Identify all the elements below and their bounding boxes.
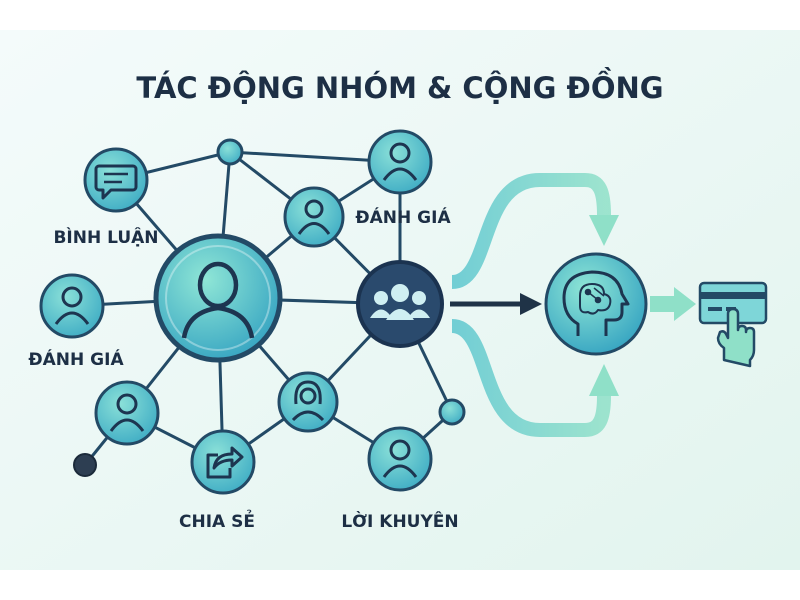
review-node-left (39, 273, 105, 339)
main-arrow-head (520, 293, 542, 315)
review-node-top (283, 186, 345, 248)
person-icon (109, 393, 145, 432)
female-person-icon (291, 380, 325, 422)
lower-arrow-head (589, 364, 619, 396)
small-node (438, 398, 466, 426)
small-node (73, 453, 97, 477)
output-arrow-head (674, 287, 696, 321)
diagram-title: TÁC ĐỘNG NHÓM & CỘNG ĐỒNG (136, 67, 663, 105)
share-icon (206, 446, 244, 479)
person-icon (382, 439, 418, 478)
lower-flow-arrow (450, 319, 611, 437)
share-node (190, 429, 256, 495)
advice-node (367, 426, 433, 492)
label-share: CHIA SẺ (179, 509, 255, 532)
brain-head-icon (562, 270, 630, 336)
central-person-node (153, 233, 283, 363)
label-review-left: ĐÁNH GIÁ (28, 348, 124, 370)
female-node (277, 371, 339, 433)
upper-arrow-head (589, 215, 619, 246)
person-icon (54, 286, 90, 325)
chat-bubble-icon (94, 164, 138, 200)
credit-card-tap-icon (698, 281, 768, 368)
person-node-top (367, 129, 433, 195)
label-review-top: ĐÁNH GIÁ (355, 206, 451, 228)
person-icon (297, 199, 331, 235)
brain-node (544, 252, 648, 356)
flow-arrows (450, 173, 696, 437)
group-node (356, 260, 444, 348)
person-icon (181, 261, 255, 339)
person-node-bottom-left (94, 380, 160, 446)
label-advice: LỜI KHUYÊN (341, 510, 458, 532)
upper-flow-arrow (450, 173, 611, 289)
label-comment: BÌNH LUẬN (53, 226, 158, 248)
output-arrow-shaft (650, 296, 676, 312)
small-node (216, 138, 244, 166)
comment-node (83, 147, 149, 213)
person-icon (382, 142, 418, 181)
group-icon (370, 284, 430, 320)
